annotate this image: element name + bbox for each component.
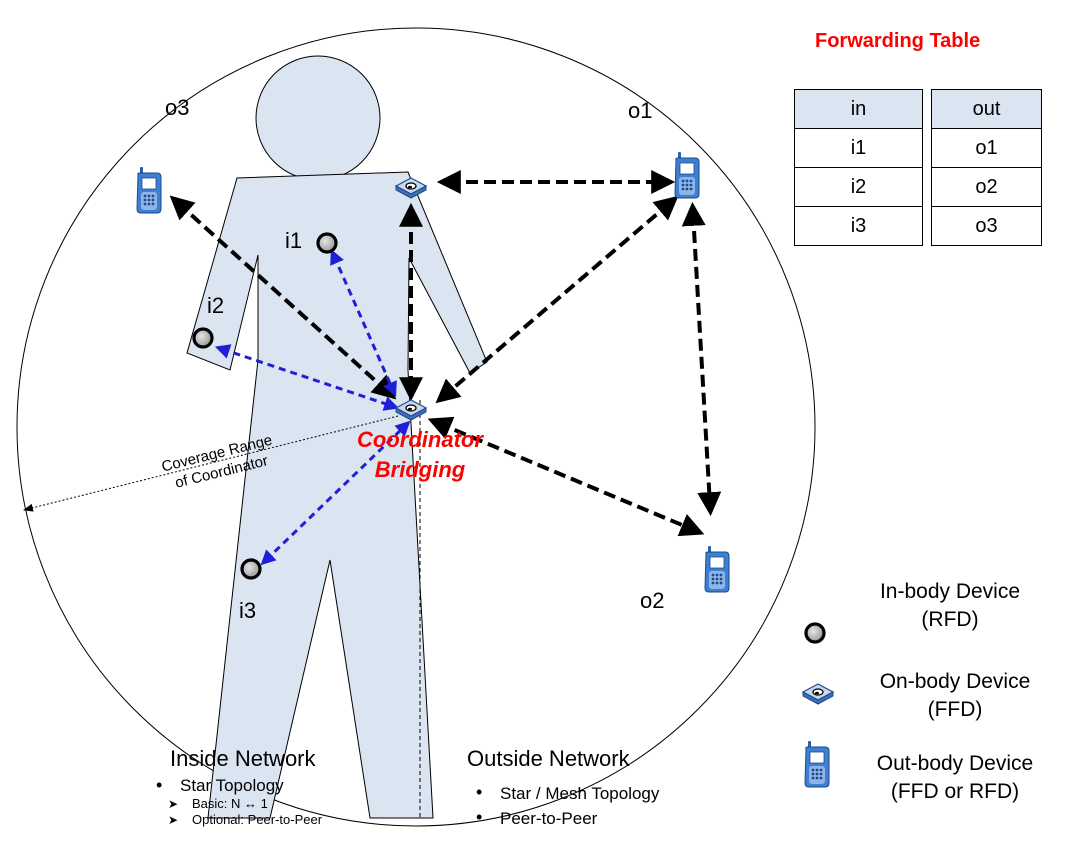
table-cell: i1 [794, 128, 923, 168]
legend-on-body-line2: (FFD) [927, 698, 983, 721]
link-i3-coordinator [260, 420, 411, 566]
legend-out-body-line1: Out-body Device [876, 752, 1034, 775]
legend-on-body-line1: On-body Device [879, 670, 1031, 693]
table-cell: i3 [794, 206, 923, 246]
inside-network-title: Inside Network [170, 746, 316, 771]
table-header-in: in [794, 89, 923, 129]
legend-on-body: On-body Device (FFD) [850, 668, 1060, 724]
table-cell: o3 [931, 206, 1042, 246]
coordinator-label-line1: Coordinator [357, 427, 483, 452]
table-cell: o2 [931, 167, 1042, 207]
legend-on-body-icon [802, 683, 834, 705]
node-label-o3: o3 [165, 95, 190, 120]
in-body-device-icon [240, 558, 262, 580]
list-item: Star / Mesh Topology [472, 780, 659, 806]
legend-in-body: In-body Device (RFD) [845, 578, 1055, 634]
phone-icon [704, 545, 730, 593]
link-o1-coordinator [435, 195, 679, 404]
list-item: Star Topology [152, 775, 322, 796]
phone-icon [136, 166, 162, 214]
link-o1-o2 [681, 201, 722, 517]
list-item: Optional: Peer-to-Peer [152, 812, 322, 828]
forwarding-table-out: out o1 o2 o3 [931, 89, 1042, 246]
coverage-circle [16, 27, 816, 827]
node-label-o1: o1 [628, 98, 653, 123]
node-label-o2: o2 [640, 588, 665, 613]
link-i2-coordinator [214, 344, 400, 411]
list-item: Peer-to-Peer [472, 805, 659, 831]
legend-in-body-line1: In-body Device [879, 580, 1021, 603]
coordinator-label: Coordinator Bridging [340, 425, 500, 485]
node-label-i2: i2 [207, 293, 225, 318]
legend-in-body-icon [804, 622, 826, 644]
link-coordinator-o2 [427, 416, 705, 537]
table-cell: i2 [794, 167, 923, 207]
phone-icon [674, 151, 700, 199]
table-header-out: out [931, 89, 1042, 129]
node-label-i3: i3 [239, 598, 257, 623]
outside-network-list: Star / Mesh Topology Peer-to-Peer [472, 780, 659, 831]
legend-out-body-line2: (FFD or RFD) [890, 780, 1020, 803]
coordinator-label-line2: Bridging [374, 457, 466, 482]
forwarding-table-in: in i1 i2 i3 [794, 89, 923, 246]
in-body-links [214, 249, 411, 566]
forwarding-table-title: Forwarding Table [815, 30, 981, 52]
in-body-device-icon [316, 232, 338, 254]
node-label-i1: i1 [285, 228, 303, 253]
legend-out-body: Out-body Device (FFD or RFD) [850, 750, 1060, 806]
legend-phone-icon [804, 740, 830, 788]
in-body-device-icon [192, 327, 214, 349]
legend-in-body-line2: (RFD) [921, 608, 979, 631]
outside-network-title: Outside Network [467, 746, 630, 771]
inside-network-list: Star Topology Basic: N ↔ 1 Optional: Pee… [152, 775, 322, 828]
table-cell: o1 [931, 128, 1042, 168]
list-item: Basic: N ↔ 1 [152, 796, 322, 812]
